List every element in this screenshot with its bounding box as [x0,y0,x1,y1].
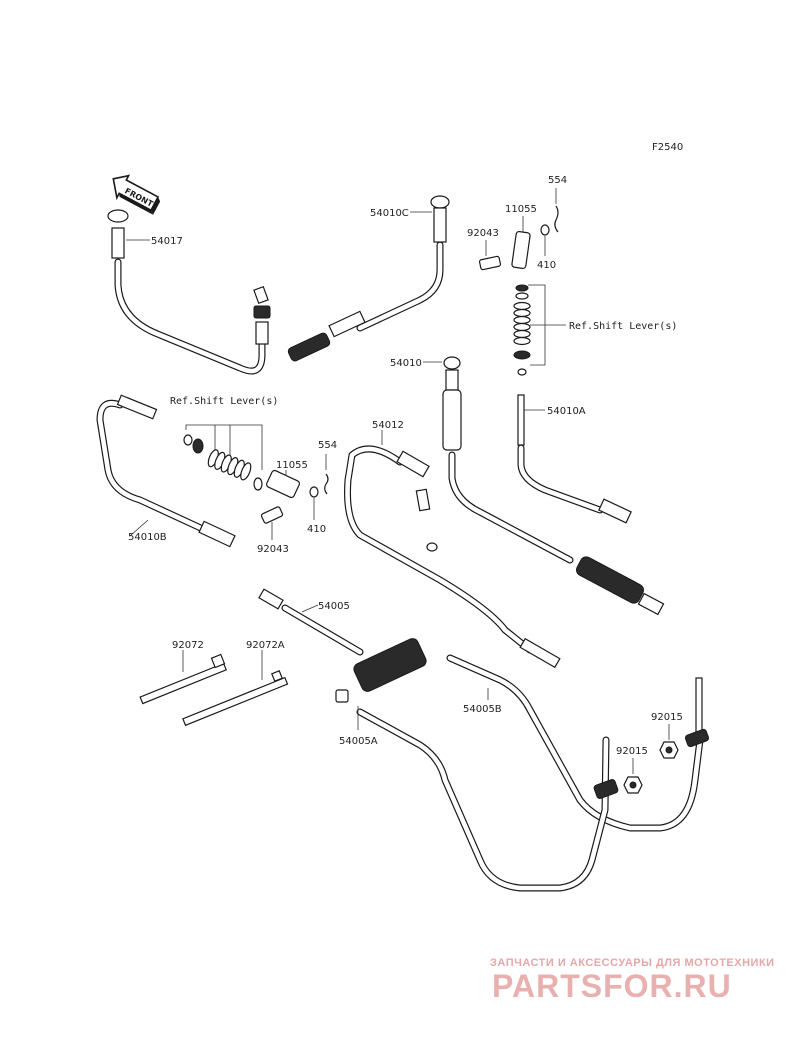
label-92043-mid: 92043 [257,544,289,555]
label-92072: 92072 [172,640,204,651]
spring [207,449,252,481]
cable-54005A [335,689,619,892]
washer [192,438,204,454]
rubber-boot [442,389,462,451]
label-554-mid: 554 [318,440,337,451]
shift-lever-hardware-left [183,434,329,524]
cable-tie-92072A [182,670,289,727]
label-410-mid: 410 [307,524,326,535]
label-11055-mid: 11055 [276,460,308,471]
label-92043-top: 92043 [467,228,499,239]
label-92015-a: 92015 [651,712,683,723]
ref-shift-lever-left: Ref.Shift Lever(s) [170,396,278,407]
washer-410 [540,224,550,236]
cable-54005 [258,588,427,692]
clip [517,368,527,376]
washer [515,292,529,300]
cable-eye [426,542,438,552]
cable-54012 [344,445,561,669]
cable-end-fitting [335,689,349,703]
figure-code: F2540 [652,142,683,153]
cable-sleeve [598,498,632,524]
label-92015-b: 92015 [616,746,648,757]
cable-end-fitting [637,592,665,616]
cable-sleeve [116,394,158,420]
cable-end-fitting [433,207,447,243]
cable-end-fitting [593,779,619,799]
adjuster-knob [107,209,129,223]
label-54017: 54017 [151,236,183,247]
clip [515,284,529,292]
label-54005: 54005 [318,601,350,612]
spring [513,301,531,346]
cable-sleeve [328,310,366,338]
cable-end-fitting [445,369,459,391]
label-554-top: 554 [548,175,567,186]
cable-54010A [517,394,632,524]
cable-end-fitting [111,227,125,259]
label-54005B: 54005B [463,704,502,715]
label-54010B: 54010B [128,532,167,543]
cable-end-fitting [415,488,431,512]
cable-54017 [107,209,271,375]
cable-end-fitting [198,520,236,548]
watermark-tagline: ЗАПЧАСТИ И АКСЕССУАРЫ ДЛЯ МОТОТЕХНИКИ [490,957,775,969]
cable-54010C [287,195,450,362]
nut-92015-b [623,776,643,794]
cable-junction [353,638,427,692]
bracket-11055 [265,469,301,499]
rubber-boot [287,332,331,362]
cable-eye [253,285,269,305]
lock-nut [253,305,271,319]
cable-end-fitting [684,728,710,748]
cotter-pin-554 [554,205,559,233]
rubber-boot [576,556,644,604]
label-54012: 54012 [372,420,404,431]
cable-54010B [96,394,236,548]
front-arrow-icon: FRONT [112,174,161,215]
shift-lever-hardware-top [478,205,559,376]
adjuster-knob [430,195,450,209]
washer [513,350,531,360]
label-54010: 54010 [390,358,422,369]
cable-54010 [442,356,665,616]
cable-end-fitting [519,637,561,669]
label-410-top: 410 [537,260,556,271]
label-92072A: 92072A [246,640,285,651]
label-54010C: 54010C [370,208,409,219]
pin-92043 [478,255,502,271]
watermark-logo: PARTSFOR.RU [492,968,732,1004]
cable-eye [443,356,461,370]
cable-end-fitting [258,588,284,610]
label-54005A: 54005A [339,736,378,747]
cotter-pin-554 [324,473,329,495]
label-11055-top: 11055 [505,204,537,215]
cable-sleeve [396,450,430,478]
clip [183,434,193,446]
washer [253,477,263,491]
ref-shift-lever-top: Ref.Shift Lever(s) [569,321,677,332]
washer-410 [309,486,319,498]
cable-rod [517,394,525,446]
cable-rod [695,677,703,739]
nut-92015-a [659,741,679,759]
cable-end-fitting [255,321,269,345]
bracket-11055 [511,230,531,270]
pin-92043 [260,506,284,524]
label-54010A: 54010A [547,406,586,417]
cable-tie-92072 [139,653,228,705]
